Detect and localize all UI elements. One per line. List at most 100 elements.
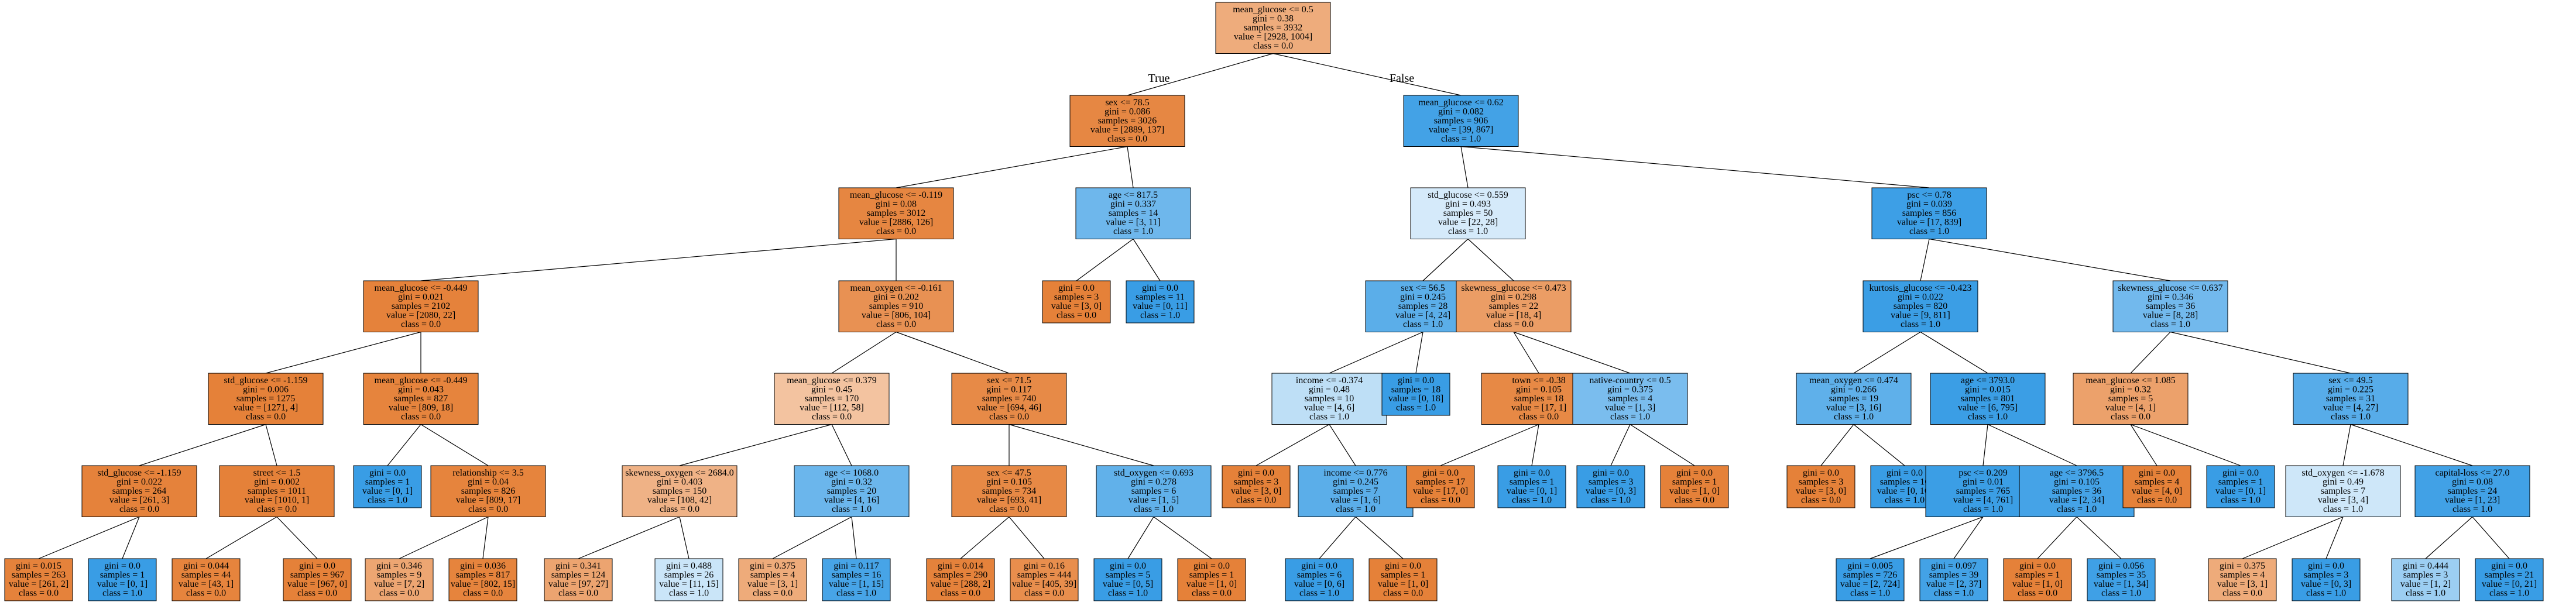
node-text-line: class = 1.0 xyxy=(1309,412,1349,422)
node-text-line: class = 1.0 xyxy=(1396,403,1436,413)
node-box xyxy=(363,280,479,332)
node-box xyxy=(430,465,546,517)
node-box xyxy=(2019,465,2135,517)
node-text-line: value = [0, 1] xyxy=(97,579,148,589)
node-text-line: samples = 906 xyxy=(1434,116,1488,126)
node-text-line: class = 0.0 xyxy=(2137,495,2177,505)
tree-edge xyxy=(2350,424,2473,466)
tree-edge xyxy=(831,424,852,466)
node-text-line: value = [17, 839] xyxy=(1897,218,1961,228)
node-box xyxy=(1456,280,1572,332)
node-box xyxy=(951,373,1067,425)
node-text-line: samples = 3012 xyxy=(867,208,926,218)
node-text-line: town <= -0.38 xyxy=(1512,376,1565,386)
node-text-line: samples = 1275 xyxy=(236,394,296,404)
node-text-line: samples = 1 xyxy=(2015,570,2060,580)
node-box xyxy=(1126,280,1195,324)
node-text-line: value = [694, 46] xyxy=(977,403,1041,413)
tree-edge xyxy=(2242,516,2344,559)
node-box xyxy=(1215,2,1331,54)
tree-edge xyxy=(772,516,852,559)
node-text-line: sex <= 78.5 xyxy=(1105,98,1149,108)
node-text-line: gini = 0.0 xyxy=(1514,468,1550,478)
tree-edge xyxy=(1513,331,1631,374)
node-box xyxy=(2391,558,2460,601)
node-text-line: psc <= 0.78 xyxy=(1907,190,1951,200)
node-text-line: class = 1.0 xyxy=(1113,226,1153,236)
node-text-line: value = [2886, 126] xyxy=(859,218,933,228)
node-text-line: class = 0.0 xyxy=(401,319,441,329)
node-text-line: gini = 0.08 xyxy=(2452,477,2493,487)
node-text-line: std_glucose <= 0.559 xyxy=(1428,190,1508,200)
node-text-line: gini = 0.341 xyxy=(555,561,601,571)
node-box xyxy=(2003,558,2072,601)
node-text-line: samples = 16 xyxy=(1880,477,1930,487)
node-text-line: samples = 765 xyxy=(1956,486,2011,496)
node-box xyxy=(1381,373,1450,416)
node-text-line: gini = 0.097 xyxy=(1931,561,1977,571)
node-box xyxy=(2087,558,2156,601)
node-text-line: samples = 39 xyxy=(1929,570,1979,580)
node-text-line: samples = 7 xyxy=(1333,486,1378,496)
node-text-line: gini = 0.403 xyxy=(657,477,702,487)
node-text-line: class = 0.0 xyxy=(1253,41,1293,51)
node-text-line: class = 1.0 xyxy=(669,589,709,598)
node-text-line: class = 0.0 xyxy=(1675,495,1714,505)
node-text-line: value = [1271, 4] xyxy=(234,403,298,413)
tree-edge xyxy=(896,146,1128,188)
tree-edge xyxy=(399,516,489,559)
node-text-line: samples = 290 xyxy=(934,570,988,580)
node-text-line: gini = 0.0 xyxy=(1142,283,1178,293)
node-text-line: value = [0, 3] xyxy=(2301,579,2351,589)
node-text-line: std_glucose <= -1.159 xyxy=(98,468,181,478)
node-box xyxy=(774,373,890,425)
node-text-line: value = [1, 0] xyxy=(1669,486,1720,496)
tree-edge xyxy=(1415,332,1424,374)
node-box xyxy=(794,465,910,517)
node-text-line: gini = 0.38 xyxy=(1253,14,1294,24)
node-text-line: gini = 0.056 xyxy=(2098,561,2144,571)
tree-edge xyxy=(1329,331,1424,374)
node-text-line: gini = 0.0 xyxy=(1398,376,1434,386)
node-text-line: gini = 0.039 xyxy=(1906,199,1952,209)
node-text-line: samples = 5 xyxy=(2108,394,2153,404)
node-text-line: value = [0, 3] xyxy=(1586,486,1636,496)
node-text-line: class = 1.0 xyxy=(1336,504,1376,514)
node-text-line: class = 0.0 xyxy=(19,589,59,598)
tree-edge xyxy=(1422,239,1469,281)
node-text-line: samples = 21 xyxy=(2485,570,2534,580)
node-text-line: value = [2889, 137] xyxy=(1090,125,1164,135)
node-text-line: value = [3, 1] xyxy=(747,579,798,589)
node-text-line: value = [0, 11] xyxy=(1133,301,1188,311)
node-text-line: gini = 0.0 xyxy=(1385,561,1421,571)
node-text-line: samples = 4 xyxy=(2220,570,2265,580)
node-text-line: gini = 0.488 xyxy=(666,561,712,571)
node-text-line: age <= 1068.0 xyxy=(825,468,879,478)
node-text-line: gini = 0.015 xyxy=(16,561,61,571)
tree-edge xyxy=(2130,424,2157,466)
node-text-line: value = [22, 28] xyxy=(1438,218,1498,228)
node-box xyxy=(838,280,954,332)
node-text-line: class = 1.0 xyxy=(2150,319,2190,329)
node-box xyxy=(1497,465,1566,508)
node-text-line: samples = 3932 xyxy=(1244,23,1303,33)
node-text-line: class = 1.0 xyxy=(1140,311,1180,321)
node-text-line: class = 1.0 xyxy=(1901,319,1940,329)
